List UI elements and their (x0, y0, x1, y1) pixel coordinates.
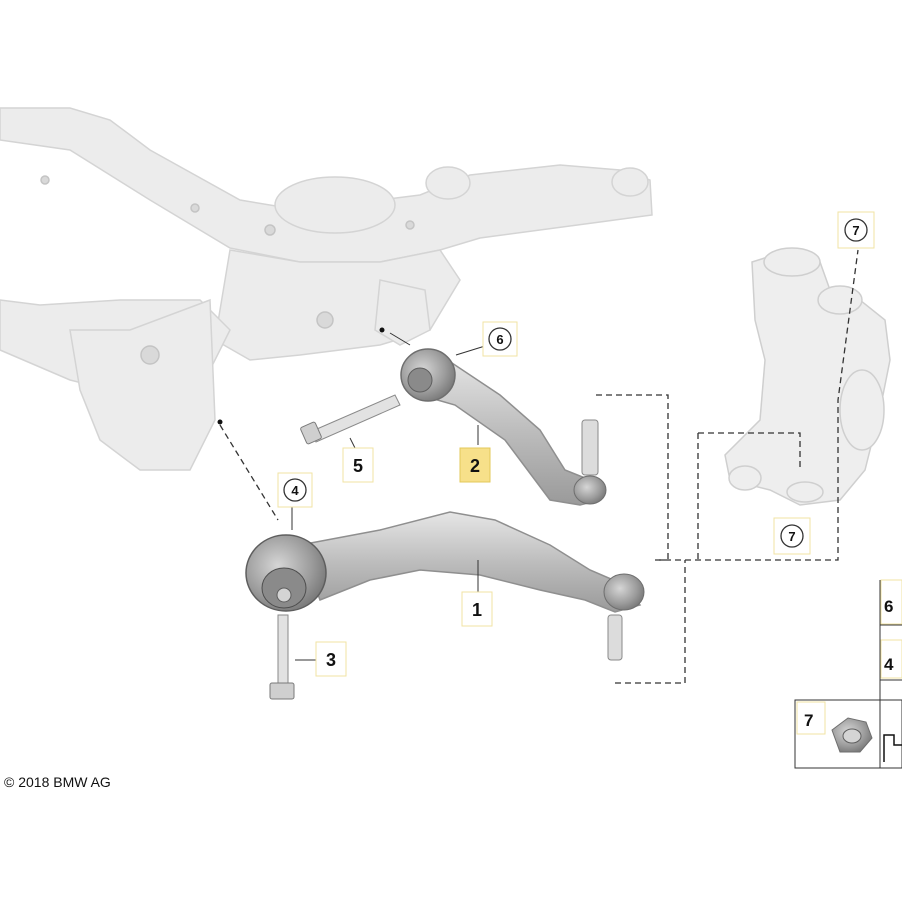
svg-text:7: 7 (804, 711, 813, 730)
label-part-3[interactable]: 3 (315, 641, 347, 677)
svg-text:7: 7 (852, 223, 859, 238)
pointer-dot (379, 327, 385, 333)
bolt-part-5[interactable] (300, 394, 401, 445)
table-row-6[interactable]: 6 (880, 579, 902, 625)
nut-icon (831, 717, 873, 753)
table-row-7[interactable]: 7 (796, 701, 826, 735)
table-row-4[interactable]: 4 (880, 639, 902, 679)
svg-text:7: 7 (788, 529, 795, 544)
svg-text:1: 1 (472, 600, 482, 620)
upper-control-arm[interactable] (400, 348, 607, 506)
copyright-text: © 2018 BMW AG (4, 774, 111, 790)
svg-text:6: 6 (884, 597, 893, 616)
svg-text:2: 2 (470, 456, 480, 476)
subframe (0, 107, 653, 471)
callout-6[interactable]: 6 (482, 321, 518, 357)
torque-symbol-icon (883, 734, 902, 762)
callout-7-bottom[interactable]: 7 (773, 517, 811, 555)
svg-text:4: 4 (291, 483, 299, 498)
bolt-part-3[interactable] (269, 614, 295, 700)
reference-lines (219, 249, 859, 684)
parts-table: 6 4 7 (794, 579, 902, 769)
label-part-5[interactable]: 5 (342, 447, 374, 483)
lower-control-arm[interactable] (245, 511, 645, 661)
svg-text:6: 6 (496, 332, 503, 347)
callout-7-top[interactable]: 7 (837, 211, 875, 249)
label-part-2[interactable]: 2 (459, 447, 491, 483)
svg-text:5: 5 (353, 456, 363, 476)
pointer-dot (217, 419, 223, 425)
wheel-carrier (724, 247, 891, 506)
callout-4[interactable]: 4 (277, 472, 313, 508)
label-part-1[interactable]: 1 (461, 591, 493, 627)
svg-text:3: 3 (326, 650, 336, 670)
svg-text:4: 4 (884, 655, 894, 674)
